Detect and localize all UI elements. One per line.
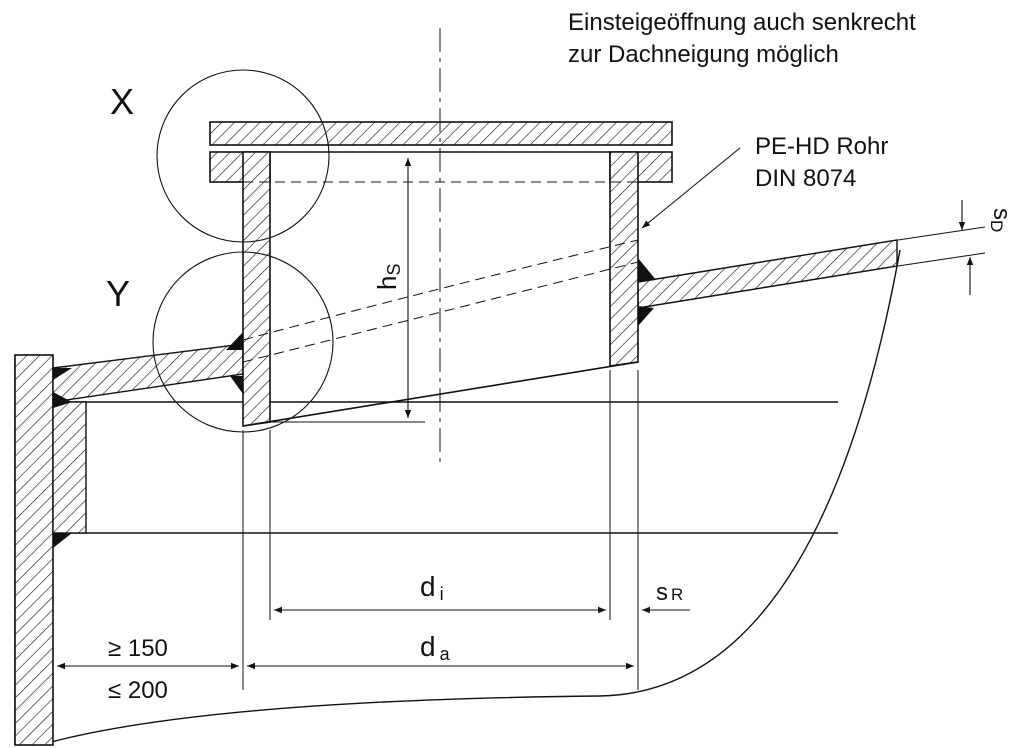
weld-beads: [53, 258, 656, 548]
pipe-label-line-2: DIN 8074: [755, 165, 856, 192]
detail-circle-x: [156, 69, 330, 243]
roof-plate-left: [52, 343, 244, 403]
tank-wall-section: [14, 354, 54, 746]
dimension-lines: [57, 158, 974, 670]
dimension-label-sd: sD: [987, 208, 1015, 232]
detail-label-x: X: [110, 81, 134, 122]
tank-contour: [14, 249, 901, 746]
pipe-wall-left: [242, 151, 271, 427]
dimension-label-hs: hS: [372, 264, 404, 290]
cover-plate: [209, 121, 673, 146]
detail-label-y: Y: [106, 273, 130, 314]
dimension-label-edge-max: ≤ 200: [108, 677, 168, 704]
pipe-wall-right: [609, 151, 639, 367]
pipe-label-line-1: PE-HD Rohr: [755, 133, 888, 160]
roof-plate-right: [637, 239, 898, 309]
note-line-1: Einsteigeöffnung auch senkrecht: [568, 9, 916, 36]
dimension-label-edge-min: ≥ 150: [108, 635, 168, 662]
extension-lines: [52, 151, 986, 690]
pipe-label-leader: [641, 147, 741, 229]
wall-reinforcement: [52, 401, 87, 534]
note-line-2: zur Dachneigung möglich: [568, 41, 839, 68]
